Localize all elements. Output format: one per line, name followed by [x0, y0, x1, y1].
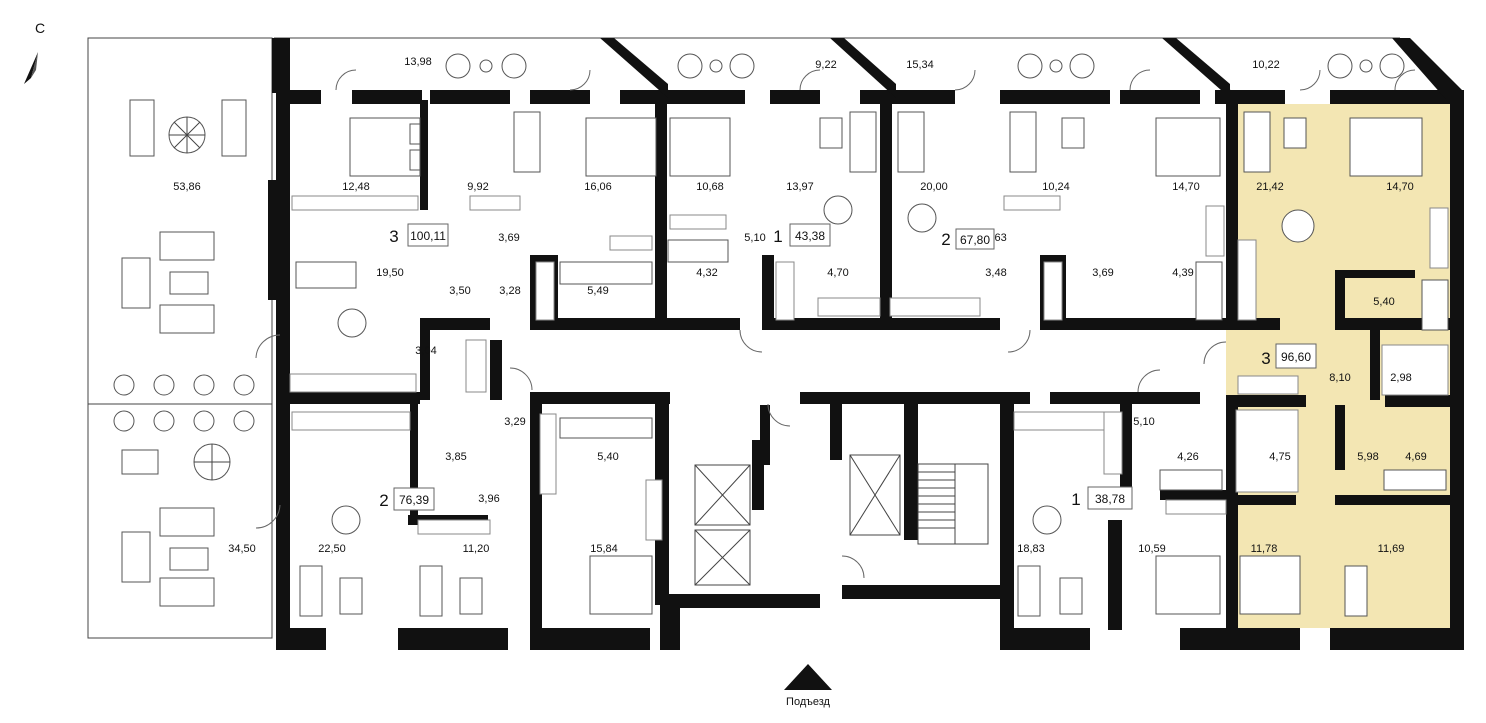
room-area: 10,68	[696, 181, 724, 193]
room-area: 3,48	[985, 267, 1006, 279]
room-area: 13,97	[786, 181, 814, 193]
apartment-area: 67,80	[960, 233, 990, 247]
room-area: 53,86	[173, 181, 201, 193]
room-labels: 13,98 9,22 15,34 10,22 53,86 12,48 9,92 …	[173, 56, 1426, 555]
apartment-rooms: 1	[1071, 490, 1080, 509]
apartment-rooms: 1	[773, 227, 782, 246]
kitchens	[289, 239, 1257, 431]
compass-label: С	[35, 20, 45, 36]
apartment-tag[interactable]: 2 76,39	[379, 487, 435, 511]
room-area: 22,50	[318, 543, 346, 555]
apartment-rooms: 3	[1261, 349, 1270, 368]
room-area: 21,42	[1256, 181, 1284, 193]
room-area: 15,84	[590, 543, 618, 555]
room-area: 3,50	[449, 285, 470, 297]
room-area: 20,00	[920, 181, 948, 193]
room-area: 12,48	[342, 181, 370, 193]
apartment-area: 76,39	[399, 493, 429, 507]
apartment-rooms: 3	[389, 227, 398, 246]
room-area: 3,28	[499, 285, 520, 297]
room-area: 11,69	[1378, 543, 1405, 555]
room-area: 5,10	[1133, 416, 1154, 428]
apartment-rooms: 2	[379, 491, 388, 510]
room-area: 3,69	[498, 232, 519, 244]
terrace-furniture	[113, 99, 255, 607]
apartment-tag[interactable]: 3 96,60	[1261, 343, 1317, 369]
north-arrow-icon	[24, 52, 38, 84]
room-area: 3,69	[1092, 267, 1113, 279]
terrace-outline	[87, 37, 273, 639]
apartment-tag[interactable]: 1 43,38	[773, 223, 831, 247]
room-area: 5,40	[597, 451, 618, 463]
room-area: 4,69	[1405, 451, 1426, 463]
entrance-label: Подъезд	[786, 696, 831, 708]
room-area: 4,75	[1269, 451, 1290, 463]
room-area: 18,83	[1017, 543, 1045, 555]
room-area: 5,98	[1357, 451, 1378, 463]
entrance-arrow-icon	[784, 664, 832, 690]
room-area: 34,50	[228, 543, 256, 555]
apartment-area: 38,78	[1095, 492, 1125, 506]
room-area: 4,32	[696, 267, 717, 279]
room-area: 11,78	[1251, 543, 1278, 555]
apartment-tag[interactable]: 1 38,78	[1071, 486, 1133, 510]
room-area: 3,04	[415, 345, 436, 357]
apartment-tag[interactable]: 3 100,11	[389, 223, 449, 247]
room-area: 3,96	[478, 493, 499, 505]
elevator-shaft	[694, 454, 901, 586]
room-area: 10,22	[1252, 59, 1280, 71]
room-area: 3,29	[504, 416, 525, 428]
room-area: 15,34	[906, 59, 934, 71]
room-area: 5,10	[744, 232, 765, 244]
staircase	[917, 463, 989, 545]
room-area: 8,10	[1329, 372, 1350, 384]
room-area: 13,98	[404, 56, 432, 68]
room-area: 5,49	[587, 285, 608, 297]
room-area: 9,22	[815, 59, 836, 71]
dining-tables	[331, 195, 1315, 535]
entrance-marker[interactable]: Подъезд	[784, 664, 832, 708]
room-area: 16,06	[584, 181, 612, 193]
balcony-chairs	[445, 53, 1405, 79]
room-area: 11,20	[463, 543, 490, 555]
room-area: 14,70	[1172, 181, 1200, 193]
apartment-area: 43,38	[795, 229, 825, 243]
apartment-area: 100,11	[410, 229, 446, 243]
apartment-rooms: 2	[941, 230, 950, 249]
apartment-area: 96,60	[1281, 350, 1311, 364]
room-area: 5,40	[1373, 296, 1394, 308]
room-area: 14,70	[1386, 181, 1414, 193]
room-area: 9,92	[467, 181, 488, 193]
room-area: 19,50	[376, 267, 404, 279]
room-area: 10,59	[1138, 543, 1166, 555]
beds	[349, 117, 1423, 615]
door-swings	[255, 69, 1416, 579]
room-area: 2,98	[1390, 372, 1411, 384]
room-furniture	[295, 111, 1368, 617]
apartment-tag[interactable]: 2 67,80	[941, 228, 995, 250]
room-area: 4,26	[1177, 451, 1198, 463]
room-area: 10,24	[1042, 181, 1070, 193]
room-area: 4,70	[827, 267, 848, 279]
room-area: 3,85	[445, 451, 466, 463]
room-area: 4,39	[1172, 267, 1193, 279]
wardrobes	[291, 195, 1449, 541]
bathtubs	[559, 239, 1449, 491]
